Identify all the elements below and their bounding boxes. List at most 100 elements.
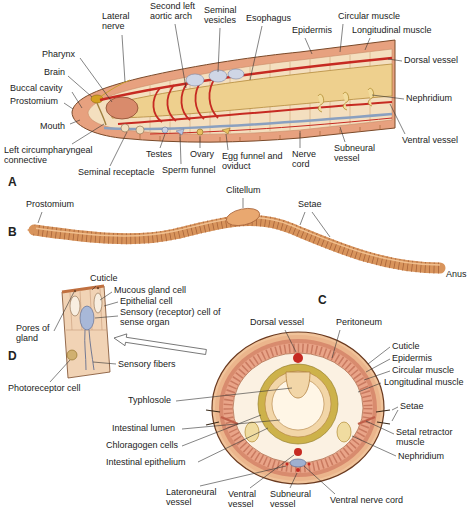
leader-lines-part <box>160 134 165 148</box>
worm-body-cutaway-part-part <box>343 92 349 110</box>
part-label: Intestinal epithelium <box>106 458 186 468</box>
part-label: Sperm funnel <box>162 166 216 176</box>
worm-body-cutaway-part <box>88 49 392 134</box>
worm-body-cutaway-part-part <box>220 137 221 142</box>
leader-lines-part <box>365 38 370 50</box>
leader-lines-part <box>250 26 262 80</box>
leader-lines-part <box>80 58 112 102</box>
cross-section-part <box>308 463 311 466</box>
worm-body-cutaway-part <box>100 58 392 100</box>
cross-section-part <box>206 410 390 425</box>
skin-block-part-part <box>97 287 99 289</box>
part-label: Lateroneural vessel <box>166 488 226 508</box>
leader-lines-part <box>100 292 112 300</box>
leader-lines <box>176 330 398 494</box>
part-label: Nerve cord <box>292 150 322 170</box>
cross-section-part <box>228 348 368 468</box>
leader-lines-part <box>312 212 330 237</box>
cross-section-part <box>286 463 289 466</box>
part-label: Prostomium <box>26 200 74 210</box>
leader-lines-part <box>92 286 96 290</box>
leader-lines-part <box>300 212 305 225</box>
cross-section-part-part <box>337 422 351 442</box>
leader-lines-part <box>182 415 261 446</box>
part-label: Nephridium <box>398 452 444 462</box>
leader-lines-part <box>175 24 186 88</box>
worm-body-cutaway-part <box>186 69 244 86</box>
worm-body-cutaway-part-part <box>280 135 281 140</box>
leader-lines-part <box>372 95 404 99</box>
worm-body-cutaway-part-part <box>121 124 129 132</box>
cross-section <box>206 332 390 484</box>
skin-block-part <box>85 330 94 370</box>
cross-section-part-part <box>358 417 375 424</box>
leader-lines-part <box>182 420 280 429</box>
leader-lines-part <box>95 316 118 318</box>
leader-lines-part <box>332 330 340 358</box>
part-label: Circular muscle <box>392 366 454 376</box>
part-label: Longitudinal muscle <box>352 26 432 36</box>
part-label: Cuticle <box>392 342 420 352</box>
panel-letter: B <box>8 226 17 239</box>
cross-section-part-part <box>377 422 390 424</box>
worm-body-cutaway-part-part <box>340 129 341 134</box>
leader-lines-part <box>300 131 301 148</box>
part-label: Left circumpharyngeal connective <box>4 146 104 166</box>
panel-letter: D <box>8 350 17 363</box>
part-label: Ventral vessel <box>228 490 264 510</box>
part-label: Sensory (receptor) cell of sense organ <box>120 308 224 328</box>
cross-section-part-part <box>376 410 390 412</box>
skin-block-part-part <box>89 330 94 370</box>
part-label: Pharynx <box>42 50 75 60</box>
cross-section-part <box>212 332 384 484</box>
leader-lines-part <box>366 421 394 434</box>
leader-lines-part <box>368 347 390 364</box>
cross-section-part <box>265 371 331 437</box>
leader-lines-part <box>340 24 343 52</box>
leader-lines-part <box>72 92 82 108</box>
part-label: Setal retractor muscle <box>396 428 458 448</box>
worm-body-cutaway-part <box>150 118 392 134</box>
part-label: Dorsal vessel <box>404 56 458 66</box>
part-label: Setae <box>400 402 424 412</box>
skin-block-part <box>80 306 94 330</box>
worm-body-cutaway-part-part <box>260 136 261 141</box>
skin-block-part-part <box>74 290 76 292</box>
part-label: Pores of gland <box>16 324 56 344</box>
leader-lines-part <box>243 198 244 208</box>
worm-body-cutaway-part <box>72 40 395 142</box>
cross-section-part <box>245 422 351 442</box>
cross-section-part <box>290 459 306 467</box>
worm-body-cutaway-part <box>197 129 203 135</box>
leader-lines-part <box>180 134 181 164</box>
part-label: Anus <box>446 270 467 280</box>
part-label: Clitellum <box>226 186 261 196</box>
part-label: Nephridium <box>406 94 452 104</box>
part-label: Seminal vesicles <box>204 6 246 26</box>
cross-section-part <box>223 343 373 473</box>
worm-body-cutaway-part-part <box>160 136 161 141</box>
panel-letter: C <box>318 294 327 307</box>
whole-worm-part <box>34 220 440 268</box>
leader-lines-part <box>104 302 118 306</box>
skin-block-part-part <box>85 330 86 370</box>
worm-body-cutaway-part <box>222 128 230 134</box>
worm-body-cutaway-part-part <box>209 77 218 118</box>
worm-body-cutaway-part <box>140 125 380 142</box>
cross-section-part <box>286 372 310 398</box>
part-label: Ovary <box>190 150 214 160</box>
leader-lines-part <box>285 330 296 352</box>
leader-lines-part <box>388 59 402 61</box>
part-label: Egg funnel and oviduct <box>222 152 284 172</box>
part-label: Cuticle <box>90 274 118 284</box>
leader-lines-part <box>54 292 74 331</box>
part-label: Setae <box>298 200 322 210</box>
cross-section-part <box>294 448 302 456</box>
cross-section-part <box>296 468 300 472</box>
skin-block-part <box>66 288 107 330</box>
zoom-arrow <box>114 334 206 355</box>
leader-lines-part <box>200 466 286 486</box>
leader-lines-part <box>358 383 381 392</box>
part-label: Subneural vessel <box>270 490 316 510</box>
